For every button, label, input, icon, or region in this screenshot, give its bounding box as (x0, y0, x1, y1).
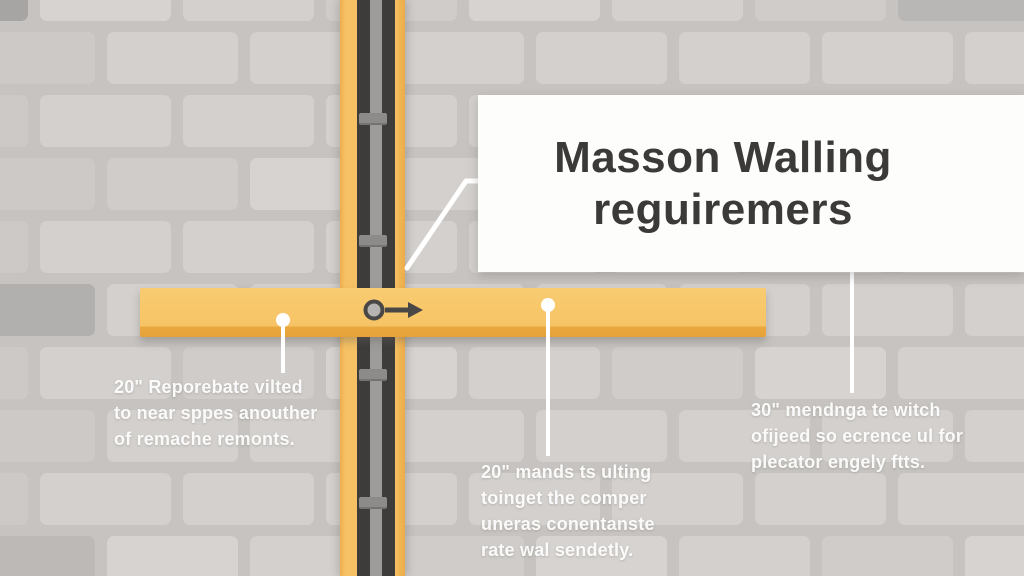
brick (612, 473, 743, 525)
brick (0, 221, 28, 273)
beam-clamp-bracket-icon (359, 497, 387, 509)
callout-middle-line-1: 20" mands ts ulting (481, 462, 652, 482)
callout-right: 30" mendnga te witch ofijeed so ecrence … (751, 397, 963, 475)
brick (40, 473, 171, 525)
brick (393, 32, 524, 84)
brick (0, 536, 95, 576)
callout-left-line-1: 20" Reporebate vilted (114, 377, 303, 397)
callout-middle: 20" mands ts ulting toinget the comper u… (481, 459, 655, 563)
brick (107, 410, 238, 462)
brick (0, 284, 95, 336)
brick (898, 473, 1024, 525)
brick (965, 32, 1024, 84)
brick (536, 32, 667, 84)
brick (393, 410, 524, 462)
brick (183, 347, 314, 399)
brick (965, 284, 1024, 336)
brick (0, 158, 95, 210)
horizontal-rail-beam (140, 288, 766, 337)
callout-right-line-3: plecator engely ftts. (751, 452, 926, 472)
callout-middle-line-3: uneras conentanste (481, 514, 655, 534)
callout-middle-line-4: rate wal sendetly. (481, 540, 634, 560)
brick (0, 410, 95, 462)
page-title-line-1: Masson Walling (554, 132, 892, 182)
brick (469, 347, 600, 399)
brick (679, 410, 810, 462)
callout-middle-line-2: toinget the comper (481, 488, 647, 508)
brick (107, 158, 238, 210)
beam-clamp-bracket-icon (359, 113, 387, 125)
callout-left: 20" Reporebate vilted to near sppes anou… (114, 374, 317, 452)
beam-clamp-bracket-icon (359, 369, 387, 381)
callout-right-line-1: 30" mendnga te witch (751, 400, 941, 420)
brick (183, 473, 314, 525)
brick (536, 410, 667, 462)
brick (755, 473, 886, 525)
brick (183, 0, 314, 21)
brick (40, 0, 171, 21)
brick (40, 95, 171, 147)
brick (0, 32, 95, 84)
brick (965, 410, 1024, 462)
brick (0, 473, 28, 525)
brick (536, 536, 667, 576)
brick (755, 0, 886, 21)
brick (965, 536, 1024, 576)
brick (40, 221, 171, 273)
brick (755, 347, 886, 399)
brick (183, 221, 314, 273)
brick (0, 0, 28, 21)
brick (898, 0, 1024, 21)
brick (0, 95, 28, 147)
brick (40, 347, 171, 399)
callout-left-line-2: to near sppes anouther (114, 403, 318, 423)
brick (898, 347, 1024, 399)
brick (183, 95, 314, 147)
brick (393, 536, 524, 576)
brick (822, 32, 953, 84)
title-panel: Masson Walling reguiremers (478, 95, 1024, 272)
callout-right-line-2: ofijeed so ecrence ul for (751, 426, 964, 446)
brick (679, 536, 810, 576)
brick (107, 536, 238, 576)
brick (107, 32, 238, 84)
brick (469, 473, 600, 525)
callout-left-line-3: of remache remonts. (114, 429, 295, 449)
brick (612, 347, 743, 399)
brick (822, 284, 953, 336)
page-title-line-2: reguiremers (593, 184, 853, 234)
brick (0, 347, 28, 399)
brick (822, 536, 953, 576)
brick (469, 0, 600, 21)
beam-clamp-bracket-icon (359, 235, 387, 247)
brick (679, 32, 810, 84)
brick (822, 410, 953, 462)
brick (612, 0, 743, 21)
